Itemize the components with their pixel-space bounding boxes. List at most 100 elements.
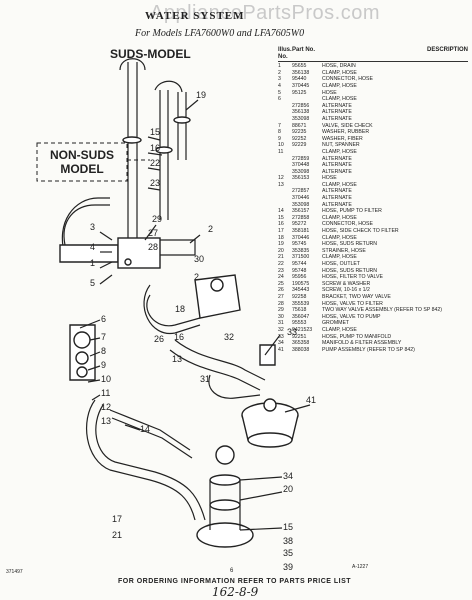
part-no: 356153 <box>292 175 310 182</box>
callout-number: 1 <box>90 258 95 268</box>
drain-hose-upper <box>63 204 110 246</box>
part-description: CLAMP, HOSE <box>322 69 357 76</box>
part-no: 75618 <box>292 307 307 314</box>
valve-to-filter-hose <box>146 294 201 327</box>
callout-number: 7 <box>101 332 106 342</box>
callout-number: 16 <box>174 332 184 342</box>
part-description: HOSE, VALVE TO PUMP <box>322 313 381 320</box>
callout-leaders <box>79 99 311 531</box>
callout-number: 27 <box>148 228 158 238</box>
illus-no: 15 <box>278 214 284 221</box>
part-no: 92251 <box>292 333 307 340</box>
valve-to-filter-hose-outer <box>143 284 201 335</box>
part-description: HOSE, SIDE CHECK TO FILTER <box>322 228 399 235</box>
illus-no <box>278 103 292 110</box>
part-description: CLAMP, HOSE <box>322 214 357 221</box>
callout-number: 19 <box>196 90 206 100</box>
part-description: CLAMP, HOSE <box>322 326 357 333</box>
callout-number: 9 <box>101 360 106 370</box>
illus-no: 5 <box>278 89 281 96</box>
part-description: ALTERNATE <box>322 201 352 208</box>
callout-number: 21 <box>112 530 122 540</box>
illus-no: 11 <box>278 148 284 155</box>
illus-no: 41 <box>278 346 284 353</box>
illus-no: 6 <box>278 96 281 103</box>
hose-clamp <box>155 146 173 154</box>
hose-clamp <box>122 136 142 144</box>
part-no: 370446 <box>292 195 310 202</box>
part-no <box>292 96 322 103</box>
part-no: 92252 <box>292 135 307 142</box>
valve-port <box>210 278 224 292</box>
callout-number: 8 <box>101 346 106 356</box>
part-no-header: Part No. <box>292 47 316 53</box>
part-description: CLAMP, HOSE <box>322 234 357 241</box>
part-description: BRACKET, TWO WAY VALVE <box>322 293 391 300</box>
part-description: HOSE, PUMP TO MANIFOLD <box>322 333 392 340</box>
part-no: 345443 <box>292 287 310 294</box>
part-no: 355539 <box>292 300 310 307</box>
illus-no <box>278 156 292 163</box>
spanner-nut <box>76 366 88 378</box>
illus-no: 18 <box>278 234 284 241</box>
part-description: ALTERNATE <box>322 155 352 162</box>
part-description: ALTERNATE <box>322 195 352 202</box>
part-description: CONNECTOR, HOSE <box>322 221 373 228</box>
part-no: 95553 <box>292 320 307 327</box>
suds-return-hose-left <box>127 62 138 240</box>
illus-no: 1 <box>278 63 281 70</box>
callout-number: 18 <box>175 304 185 314</box>
callout-number: 39 <box>283 562 293 572</box>
part-no: 92229 <box>292 142 307 149</box>
callout-number: 13 <box>172 354 182 364</box>
callout-number: 31 <box>200 374 210 384</box>
callout-layer: 1915162223292728234153026789101112131826… <box>90 90 316 572</box>
illus-no: 33 <box>278 333 284 340</box>
pump-to-manifold-hose <box>174 339 266 381</box>
figure-code: A-1227 <box>352 564 369 570</box>
part-description: HOSE, SUDS RETURN <box>322 267 378 274</box>
part-no: 356138 <box>292 69 310 76</box>
part-description: ALTERNATE <box>322 168 352 175</box>
part-no: 190575 <box>292 280 310 287</box>
bracket-screw <box>124 258 132 266</box>
part-no: 353098 <box>292 168 310 175</box>
grommet <box>259 344 276 366</box>
part-no: 356047 <box>292 313 310 320</box>
illus-no: 2 <box>278 69 281 76</box>
filter-top <box>209 474 241 486</box>
rubber-washer <box>73 331 91 349</box>
part-description: ALTERNATE <box>322 188 352 195</box>
part-no: 272858 <box>292 214 310 221</box>
parts-row: 353098 ALTERNATE <box>278 169 468 176</box>
illus-no: 29 <box>278 307 284 314</box>
ordering-footer: FOR ORDERING INFORMATION REFER TO PARTS … <box>118 578 352 585</box>
callout-number: 12 <box>101 402 111 412</box>
callout-number: 11 <box>101 388 110 398</box>
illus-no: 34 <box>278 340 284 347</box>
callout-number: 13 <box>101 416 111 426</box>
callout-number: 38 <box>283 536 293 546</box>
part-description: ALTERNATE <box>322 162 352 169</box>
side-check-to-filter-hose-inner <box>95 404 206 521</box>
illus-no <box>278 202 292 209</box>
part-no: 95956 <box>292 274 307 281</box>
part-description: ALTERNATE <box>322 115 352 122</box>
